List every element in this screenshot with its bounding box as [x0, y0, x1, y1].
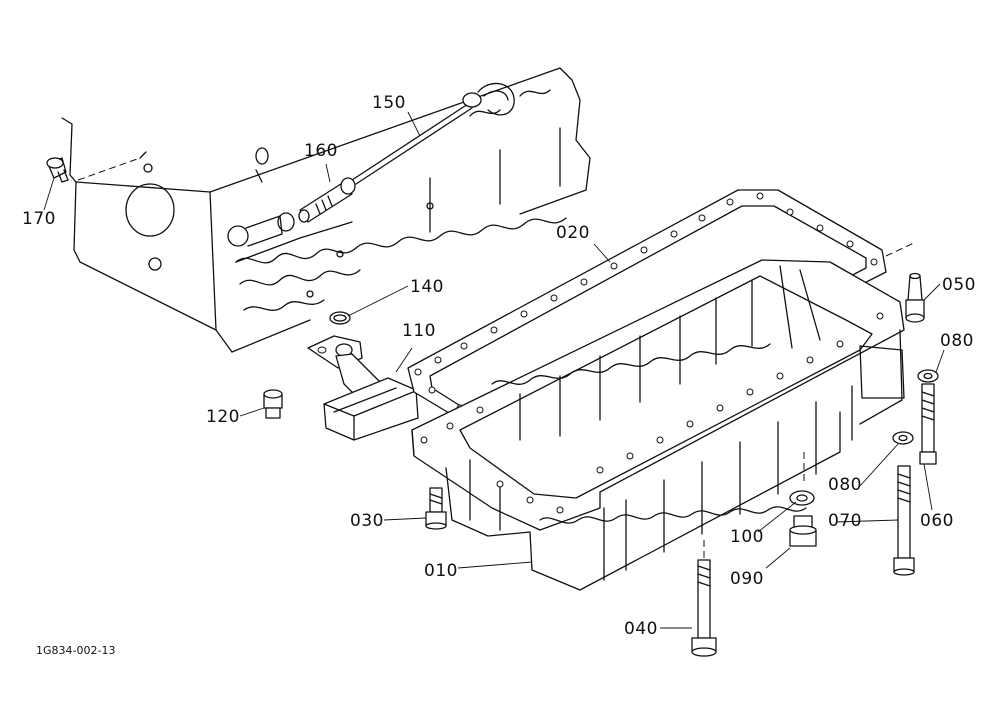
washer-100-drawing: [789, 490, 815, 506]
washer-080b-drawing: [892, 431, 914, 445]
part-label-110: 110: [402, 321, 436, 341]
oring-140-drawing: [329, 311, 351, 325]
part-label-090: 090: [730, 569, 764, 589]
plug-120-drawing: [263, 389, 283, 419]
part-label-080-upper: 080: [940, 331, 974, 351]
part-label-080-lower: 080: [828, 475, 862, 495]
part-label-160: 160: [304, 141, 338, 161]
plug-090-drawing: [789, 515, 817, 547]
part-label-070: 070: [828, 511, 862, 531]
part-label-040: 040: [624, 619, 658, 639]
oil-pan-010-drawing: [411, 259, 905, 591]
part-label-020: 020: [556, 223, 590, 243]
dipstick-150-drawing: [351, 82, 515, 185]
part-label-010: 010: [424, 561, 458, 581]
washer-080a-drawing: [917, 369, 939, 383]
part-label-100: 100: [730, 527, 764, 547]
stud-060-drawing: [919, 383, 937, 465]
engine-block: [61, 67, 591, 353]
part-label-050: 050: [942, 275, 976, 295]
pan-bolt-holes: [420, 312, 884, 514]
bolt-070-drawing: [893, 465, 915, 576]
part-label-140: 140: [410, 277, 444, 297]
bolt-050-drawing: [885, 241, 925, 323]
part-label-150: 150: [372, 93, 406, 113]
bolt-040-drawing: [691, 540, 717, 657]
guide-160-drawing: [298, 177, 356, 223]
part-label-120: 120: [206, 407, 240, 427]
plug-170-drawing: [46, 157, 69, 183]
part-label-060: 060: [920, 511, 954, 531]
strainer-110-drawing: [307, 335, 419, 441]
part-labels: 150 160 170 020 140 110 120 050 080 080 …: [22, 93, 976, 657]
leader-lines: [43, 111, 945, 629]
bolt-030-drawing: [425, 487, 447, 530]
part-label-170: 170: [22, 209, 56, 229]
part-label-030: 030: [350, 511, 384, 531]
document-code: 1G834-002-13: [36, 644, 115, 657]
